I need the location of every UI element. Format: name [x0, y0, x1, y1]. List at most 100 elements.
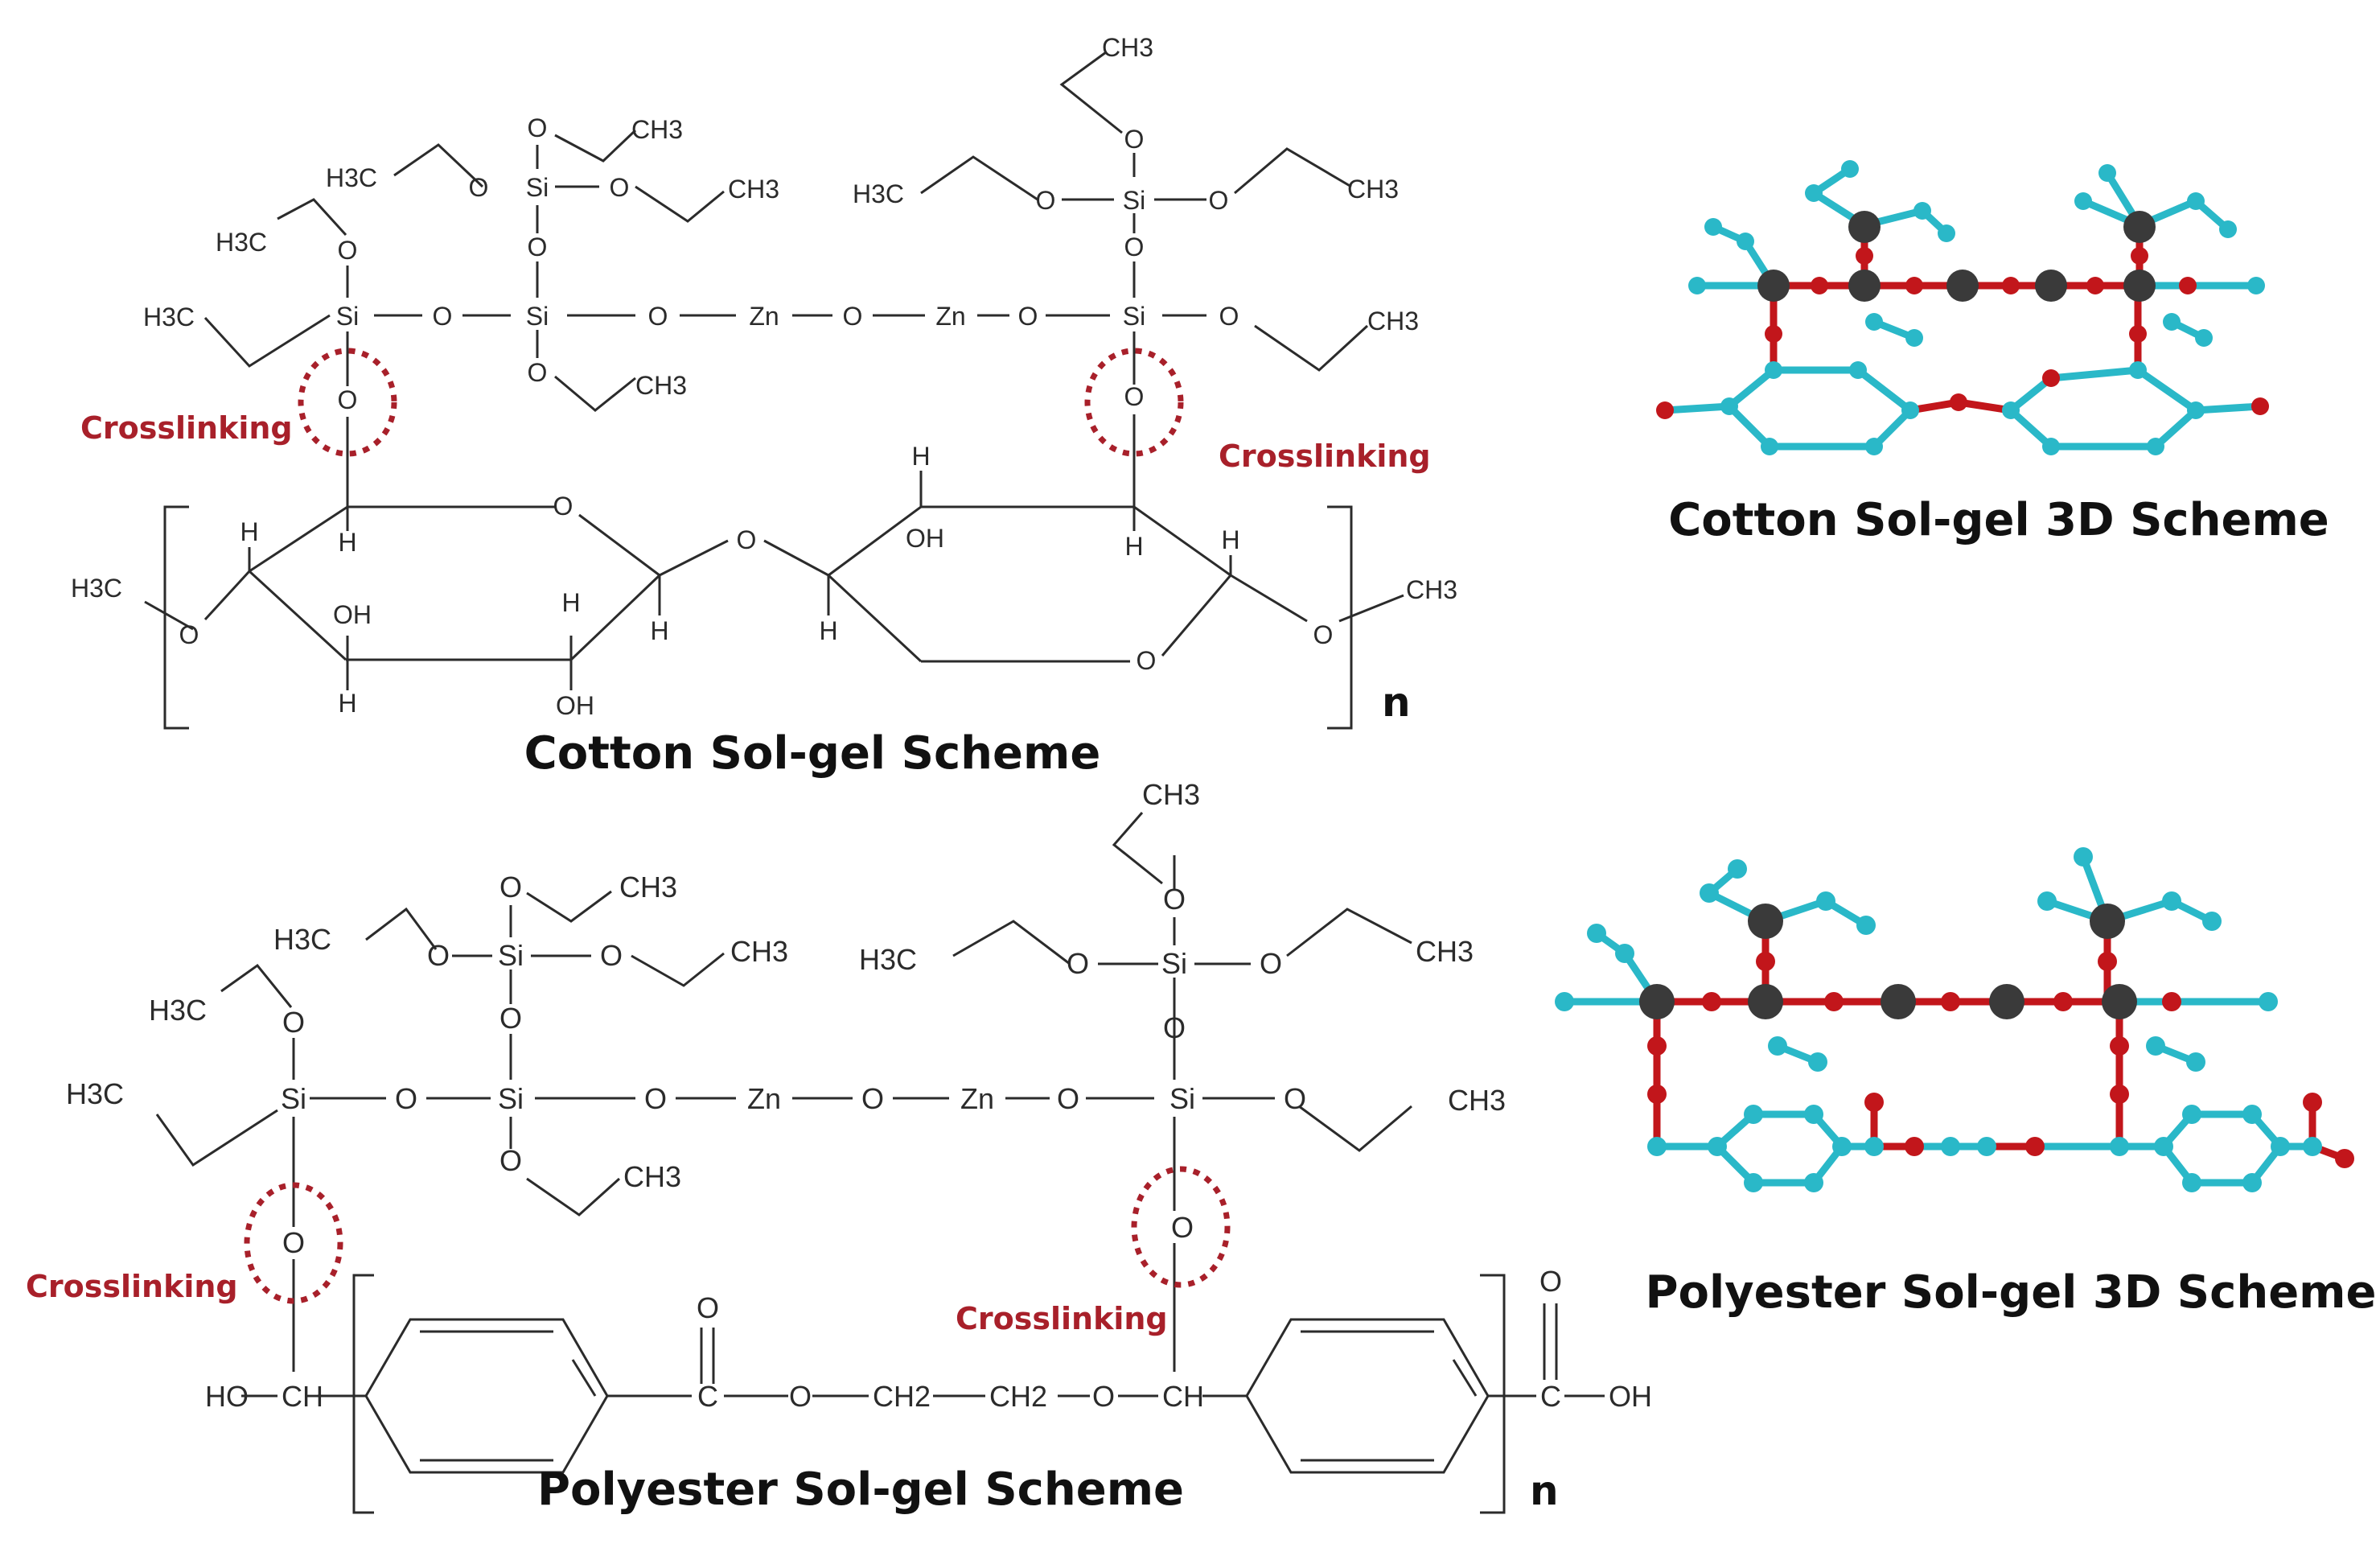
atom-c-sphere [2186, 1052, 2205, 1072]
atom-h: H [1221, 525, 1239, 554]
atom-h3c: H3C [143, 303, 195, 331]
atom-o-sphere [2042, 369, 2060, 387]
atom-o: O [1092, 1380, 1115, 1413]
atom-h3c: H3C [71, 574, 122, 603]
atom-o-sphere [2098, 952, 2117, 971]
atom-zn: Zn [749, 302, 779, 331]
crosslinking-label: Crosslinking [1219, 438, 1431, 474]
cotton-2d-structure: Si Si Si Si Si O O O O O O O O O O O O O… [71, 33, 1457, 780]
atom-c-sphere [1737, 233, 1754, 250]
atom-si-sphere [2090, 904, 2125, 939]
atom-o: O [1313, 620, 1334, 649]
atom-c-sphere [1901, 401, 1919, 419]
atom-ch3: CH3 [1448, 1084, 1506, 1117]
atom-si: Si [498, 939, 524, 972]
atom-o: O [648, 302, 668, 331]
atom-o: O [843, 302, 863, 331]
atom-o-sphere [2086, 277, 2104, 294]
atom-o-sphere [1905, 1137, 1924, 1156]
atom-o: O [395, 1082, 417, 1115]
atom-o: O [1124, 125, 1145, 154]
atom-h: H [1124, 532, 1143, 561]
atom-c-sphere [1938, 224, 1955, 242]
atom-c-sphere [2147, 438, 2164, 455]
atom-c-sphere [2154, 1137, 2173, 1156]
atom-o: O [644, 1082, 667, 1115]
atom-c-sphere [2074, 847, 2093, 867]
atom-ch3: CH3 [1367, 307, 1419, 336]
atom-c-sphere [1708, 1137, 1727, 1156]
atom-o: O [1036, 186, 1056, 215]
atom-c-sphere [1941, 1137, 1960, 1156]
atom-zn-sphere [1989, 984, 2024, 1019]
atom-si-sphere [1748, 984, 1783, 1019]
atom-si: Si [1169, 1082, 1195, 1115]
atom-c-sphere [2182, 1105, 2201, 1124]
atom-o-sphere [2303, 1093, 2322, 1112]
atom-c-sphere [1587, 924, 1606, 943]
atom-c-sphere [1864, 1137, 1884, 1156]
atom-zn: Zn [935, 302, 965, 331]
atom-o-sphere [2131, 247, 2148, 265]
atom-o: O [1124, 382, 1145, 411]
atom-c-sphere [1744, 1173, 1763, 1192]
atom-o: O [528, 113, 548, 142]
atom-c-sphere [2146, 1036, 2165, 1056]
atom-o: O [789, 1380, 812, 1413]
atom-o-sphere [1941, 992, 1960, 1011]
atom-c-sphere [2162, 891, 2181, 911]
cotton-3d-atoms [1656, 160, 2269, 455]
atom-o: O [1284, 1082, 1306, 1115]
atom-o: O [1260, 947, 1282, 980]
atom-c-sphere [1808, 1052, 1827, 1072]
atom-c-sphere [2247, 277, 2265, 294]
atom-c-sphere [1804, 1173, 1823, 1192]
atom-ch3: CH3 [1347, 175, 1399, 204]
atom-c-sphere [1856, 916, 1876, 935]
atom-o-sphere [1656, 401, 1674, 419]
atom-c-sphere [2163, 313, 2181, 331]
polyester-3d-atoms [1555, 847, 2354, 1192]
atom-c-sphere [1720, 397, 1738, 415]
atom-c-sphere [2219, 220, 2237, 238]
atom-o-sphere [1647, 1085, 1667, 1104]
atom-c-sphere [1765, 361, 1782, 379]
atom-c-sphere [1865, 313, 1883, 331]
atom-o: O [282, 1006, 305, 1039]
atom-o: O [499, 1144, 522, 1177]
atom-c-sphere [2242, 1105, 2262, 1124]
atom-c-sphere [2195, 329, 2213, 347]
atom-o-sphere [1856, 247, 1873, 265]
atom-o-sphere [2053, 992, 2073, 1011]
atom-ch3: CH3 [623, 1160, 681, 1193]
atom-c-sphere [2098, 164, 2116, 182]
atom-o: O [433, 302, 453, 331]
atom-o-sphere [2002, 277, 2020, 294]
atom-si-sphere [1848, 211, 1881, 243]
atom-c-sphere [2037, 891, 2057, 911]
crosslinking-label: Crosslinking [956, 1301, 1168, 1336]
atom-o: O [499, 871, 522, 904]
atom-c-sphere [2129, 361, 2147, 379]
atom-o: O [1539, 1265, 1562, 1298]
atom-si-sphere [2102, 984, 2137, 1019]
atom-o: O [1137, 646, 1157, 675]
atom-ch: CH [282, 1380, 323, 1413]
atom-oh: OH [556, 691, 594, 720]
crosslink-highlight [298, 348, 397, 457]
atom-si-sphere [2123, 211, 2156, 243]
atom-si: Si [498, 1082, 524, 1115]
atom-o: O [1057, 1082, 1079, 1115]
crosslink-highlight [244, 1182, 343, 1304]
atom-ch: CH [1162, 1380, 1204, 1413]
atom-ch2: CH2 [989, 1380, 1047, 1413]
atom-c-sphere [2182, 1173, 2201, 1192]
atom-o-sphere [2110, 1085, 2129, 1104]
atom-c-sphere [2074, 192, 2092, 210]
atom-h: H [819, 616, 837, 645]
atom-c-sphere [2242, 1173, 2262, 1192]
atom-o: O [469, 173, 489, 202]
atom-zn-sphere [1881, 984, 1916, 1019]
atom-h: H [338, 528, 356, 557]
atom-c-sphere [2259, 992, 2278, 1011]
